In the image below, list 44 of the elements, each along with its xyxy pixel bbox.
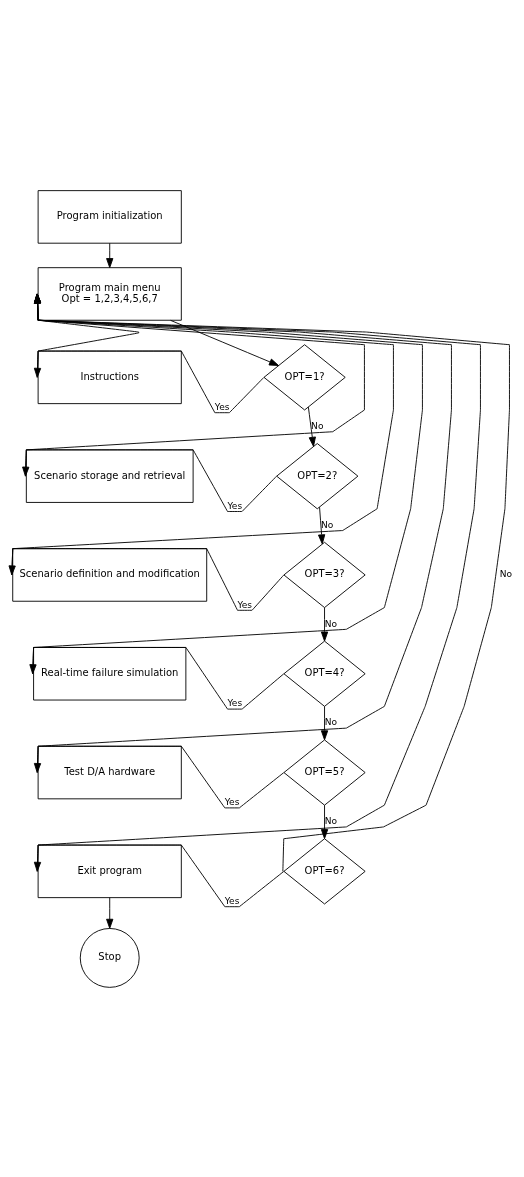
edge-label: Yes	[224, 895, 240, 906]
arrow	[307, 406, 316, 447]
arrow	[24, 293, 365, 477]
edge-label: No	[311, 420, 324, 431]
arrow	[33, 350, 265, 413]
node-box: Exit program	[37, 844, 182, 898]
node-circle: Stop	[79, 927, 140, 988]
edge-label: No	[499, 568, 512, 579]
edge-label: Yes	[214, 401, 230, 412]
edge-label: No	[324, 716, 338, 727]
edge-label: No	[324, 815, 338, 826]
arrow	[33, 844, 285, 907]
node-diamond: OPT=4?	[283, 640, 366, 707]
arrow	[8, 547, 285, 611]
edge-label: No	[321, 519, 334, 530]
arrow	[33, 293, 452, 773]
arrow	[106, 242, 114, 268]
node-box: Program main menu Opt = 1,2,3,4,5,6,7	[37, 266, 182, 321]
arrow	[106, 896, 114, 929]
node-diamond: OPT=5?	[283, 738, 366, 806]
node-diamond: OPT=1?	[263, 343, 346, 410]
node-box: Test D/A hardware	[37, 745, 182, 799]
node-diamond: OPT=3?	[283, 541, 366, 608]
node-diamond: OPT=2?	[276, 442, 359, 509]
node-box: Scenario definition and modification	[12, 547, 208, 602]
arrow	[320, 804, 329, 839]
edge-label: Yes	[224, 796, 240, 807]
edge-label: Yes	[237, 599, 253, 610]
arrow	[33, 745, 285, 808]
arrow	[318, 506, 326, 544]
node-box: Instructions	[37, 350, 182, 404]
arrow	[170, 319, 279, 366]
arrow	[22, 448, 278, 512]
node-diamond: OPT=6?	[283, 837, 366, 904]
node-box: Real-time failure simulation	[33, 646, 187, 700]
edge-label: Yes	[227, 697, 243, 708]
arrow	[33, 293, 140, 378]
node-box: Program initialization	[37, 189, 182, 244]
node-box: Scenario storage and retrieval	[25, 448, 194, 503]
arrow	[320, 705, 329, 740]
arrow	[320, 606, 329, 641]
arrow	[29, 646, 285, 710]
edge-label: Yes	[227, 500, 243, 511]
edge-label: No	[324, 618, 338, 629]
